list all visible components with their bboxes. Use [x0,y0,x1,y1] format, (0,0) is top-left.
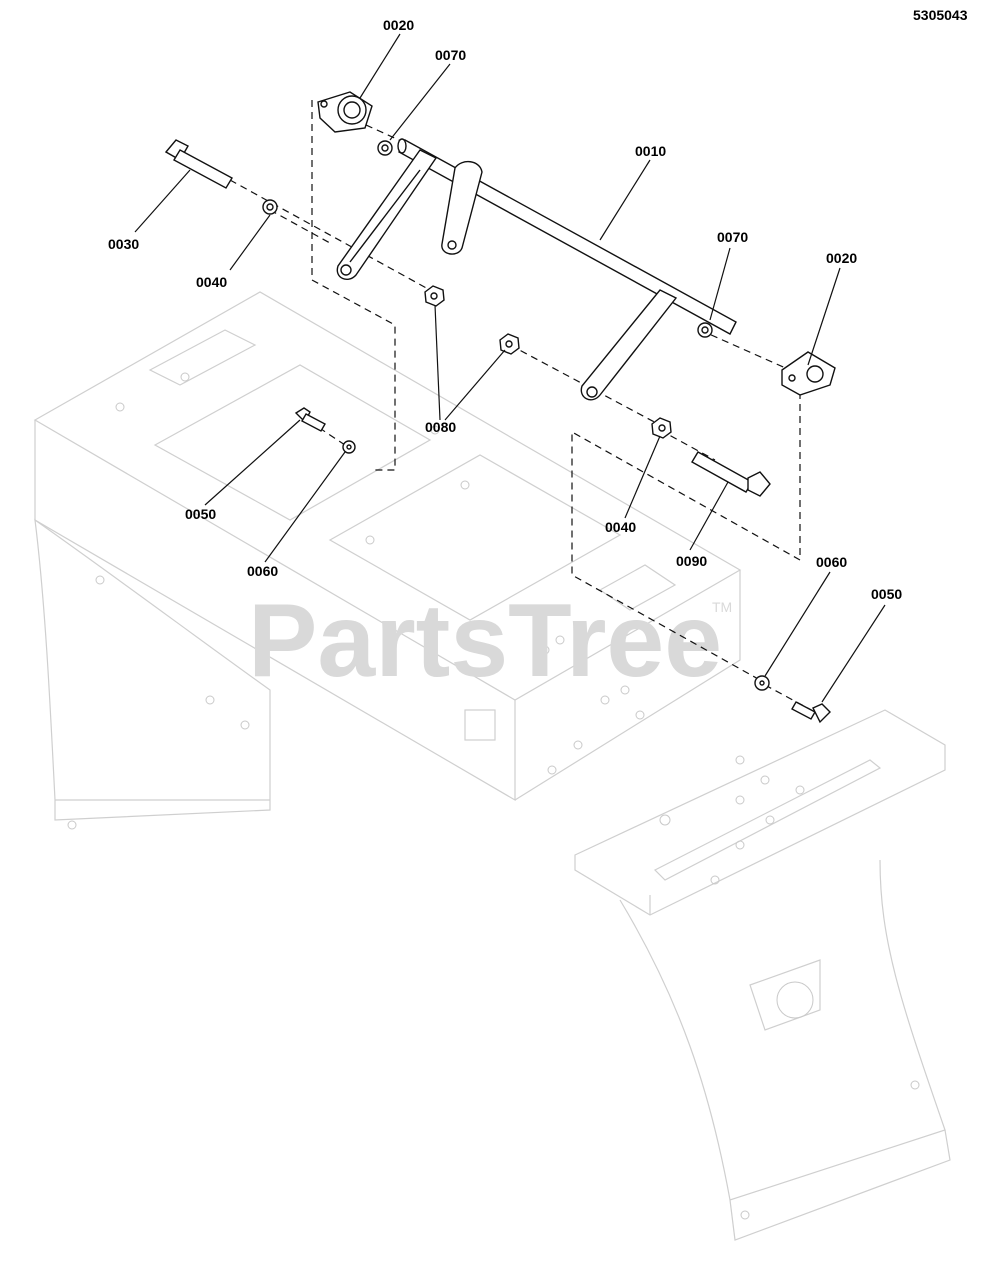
callout-0030: 0030 [108,236,139,252]
bolt-0050-left [294,407,326,432]
callout-0070-right: 0070 [717,229,748,245]
callout-0070-left: 0070 [435,47,466,63]
callout-0040-left: 0040 [196,274,227,290]
bolt-0090 [691,451,771,497]
watermark: PartsTree TM [248,583,732,699]
callout-0040-right: 0040 [605,519,636,535]
leader-lines [134,33,886,703]
callout-0010: 0010 [635,143,666,159]
bearing-flange-left [317,91,373,133]
callout-0060-left: 0060 [247,563,278,579]
nut-0080-right [499,333,520,355]
bolt-0030 [164,139,233,189]
callout-0050-left: 0050 [185,506,216,522]
callout-labels: 5305043 0020 0070 0010 0030 0040 0070 00… [108,7,968,602]
parts [164,91,836,724]
nut-left [262,199,278,215]
callout-0020-left: 0020 [383,17,414,33]
bushing-left [377,140,393,156]
washer-0060-left [342,440,356,454]
watermark-brand: PartsTree [248,583,722,699]
callout-0080: 0080 [425,419,456,435]
callout-0060-right: 0060 [816,554,847,570]
bolt-0050-right [791,701,831,724]
frame-ghost [33,291,951,1241]
callout-0020-right: 0020 [826,250,857,266]
shaft-assembly [336,138,737,401]
bushing-right [697,322,713,338]
washer-0060-right [754,675,770,691]
watermark-trademark: TM [712,599,732,615]
bearing-flange-right [781,351,836,396]
callout-0090: 0090 [676,553,707,569]
nut-0080-left [424,285,445,307]
document-number: 5305043 [913,7,968,23]
callout-0050-right: 0050 [871,586,902,602]
nut-right [651,417,672,439]
